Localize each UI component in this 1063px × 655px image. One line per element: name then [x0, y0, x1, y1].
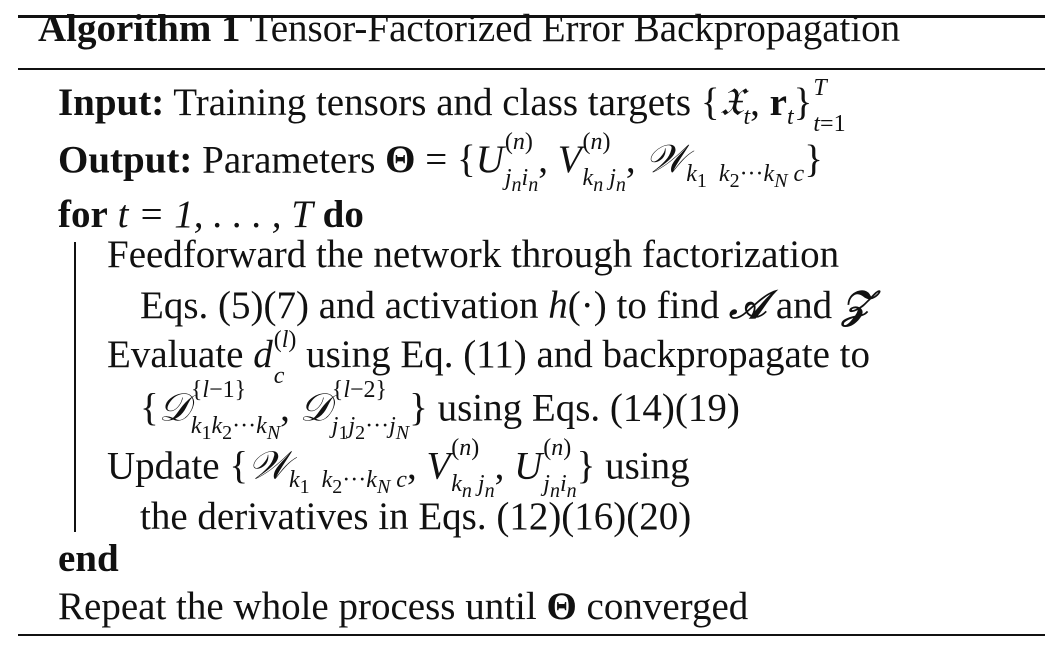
top-rule [18, 15, 1045, 18]
body-line-3: Evaluate d(l)c using Eq. (11) and backpr… [107, 327, 870, 390]
algorithm-title: Tensor-Factorized Error Backpropagation [249, 7, 901, 50]
body-line-1: Feedforward the network through factoriz… [107, 233, 840, 276]
body-line-2: Eqs. (5)(7) and activation h(·) to find … [140, 282, 872, 328]
output-line: Output: Parameters Θ = {U(n)jnin, V(n)kn… [58, 129, 823, 196]
body-line-5: Update {𝒲k1 k2···kN c, V(n)kn jn, U(n)jn… [107, 435, 690, 502]
bottom-rule [18, 634, 1045, 636]
input-line: Input: Training tensors and class target… [58, 75, 846, 138]
output-formula: Θ = {U(n)jnin, V(n)kn jn, 𝒲k1 k2···kN c} [385, 129, 823, 196]
end-line: end [58, 537, 119, 580]
for-line: for t = 1, . . . , T do [58, 193, 364, 236]
algorithm-label: Algorithm 1 [38, 7, 241, 50]
body-line-6: the derivatives in Eqs. (12)(16)(20) [140, 495, 692, 538]
caption-rule [18, 68, 1045, 70]
loop-bar [74, 242, 76, 532]
final-line: Repeat the whole process until Θ converg… [58, 585, 749, 628]
body-line-4: {𝒟{l−1}k1k2···kN, 𝒟{l−2}j1j2···jN} using… [140, 377, 740, 444]
algorithm-caption: Algorithm 1 Tensor-Factorized Error Back… [38, 6, 900, 52]
